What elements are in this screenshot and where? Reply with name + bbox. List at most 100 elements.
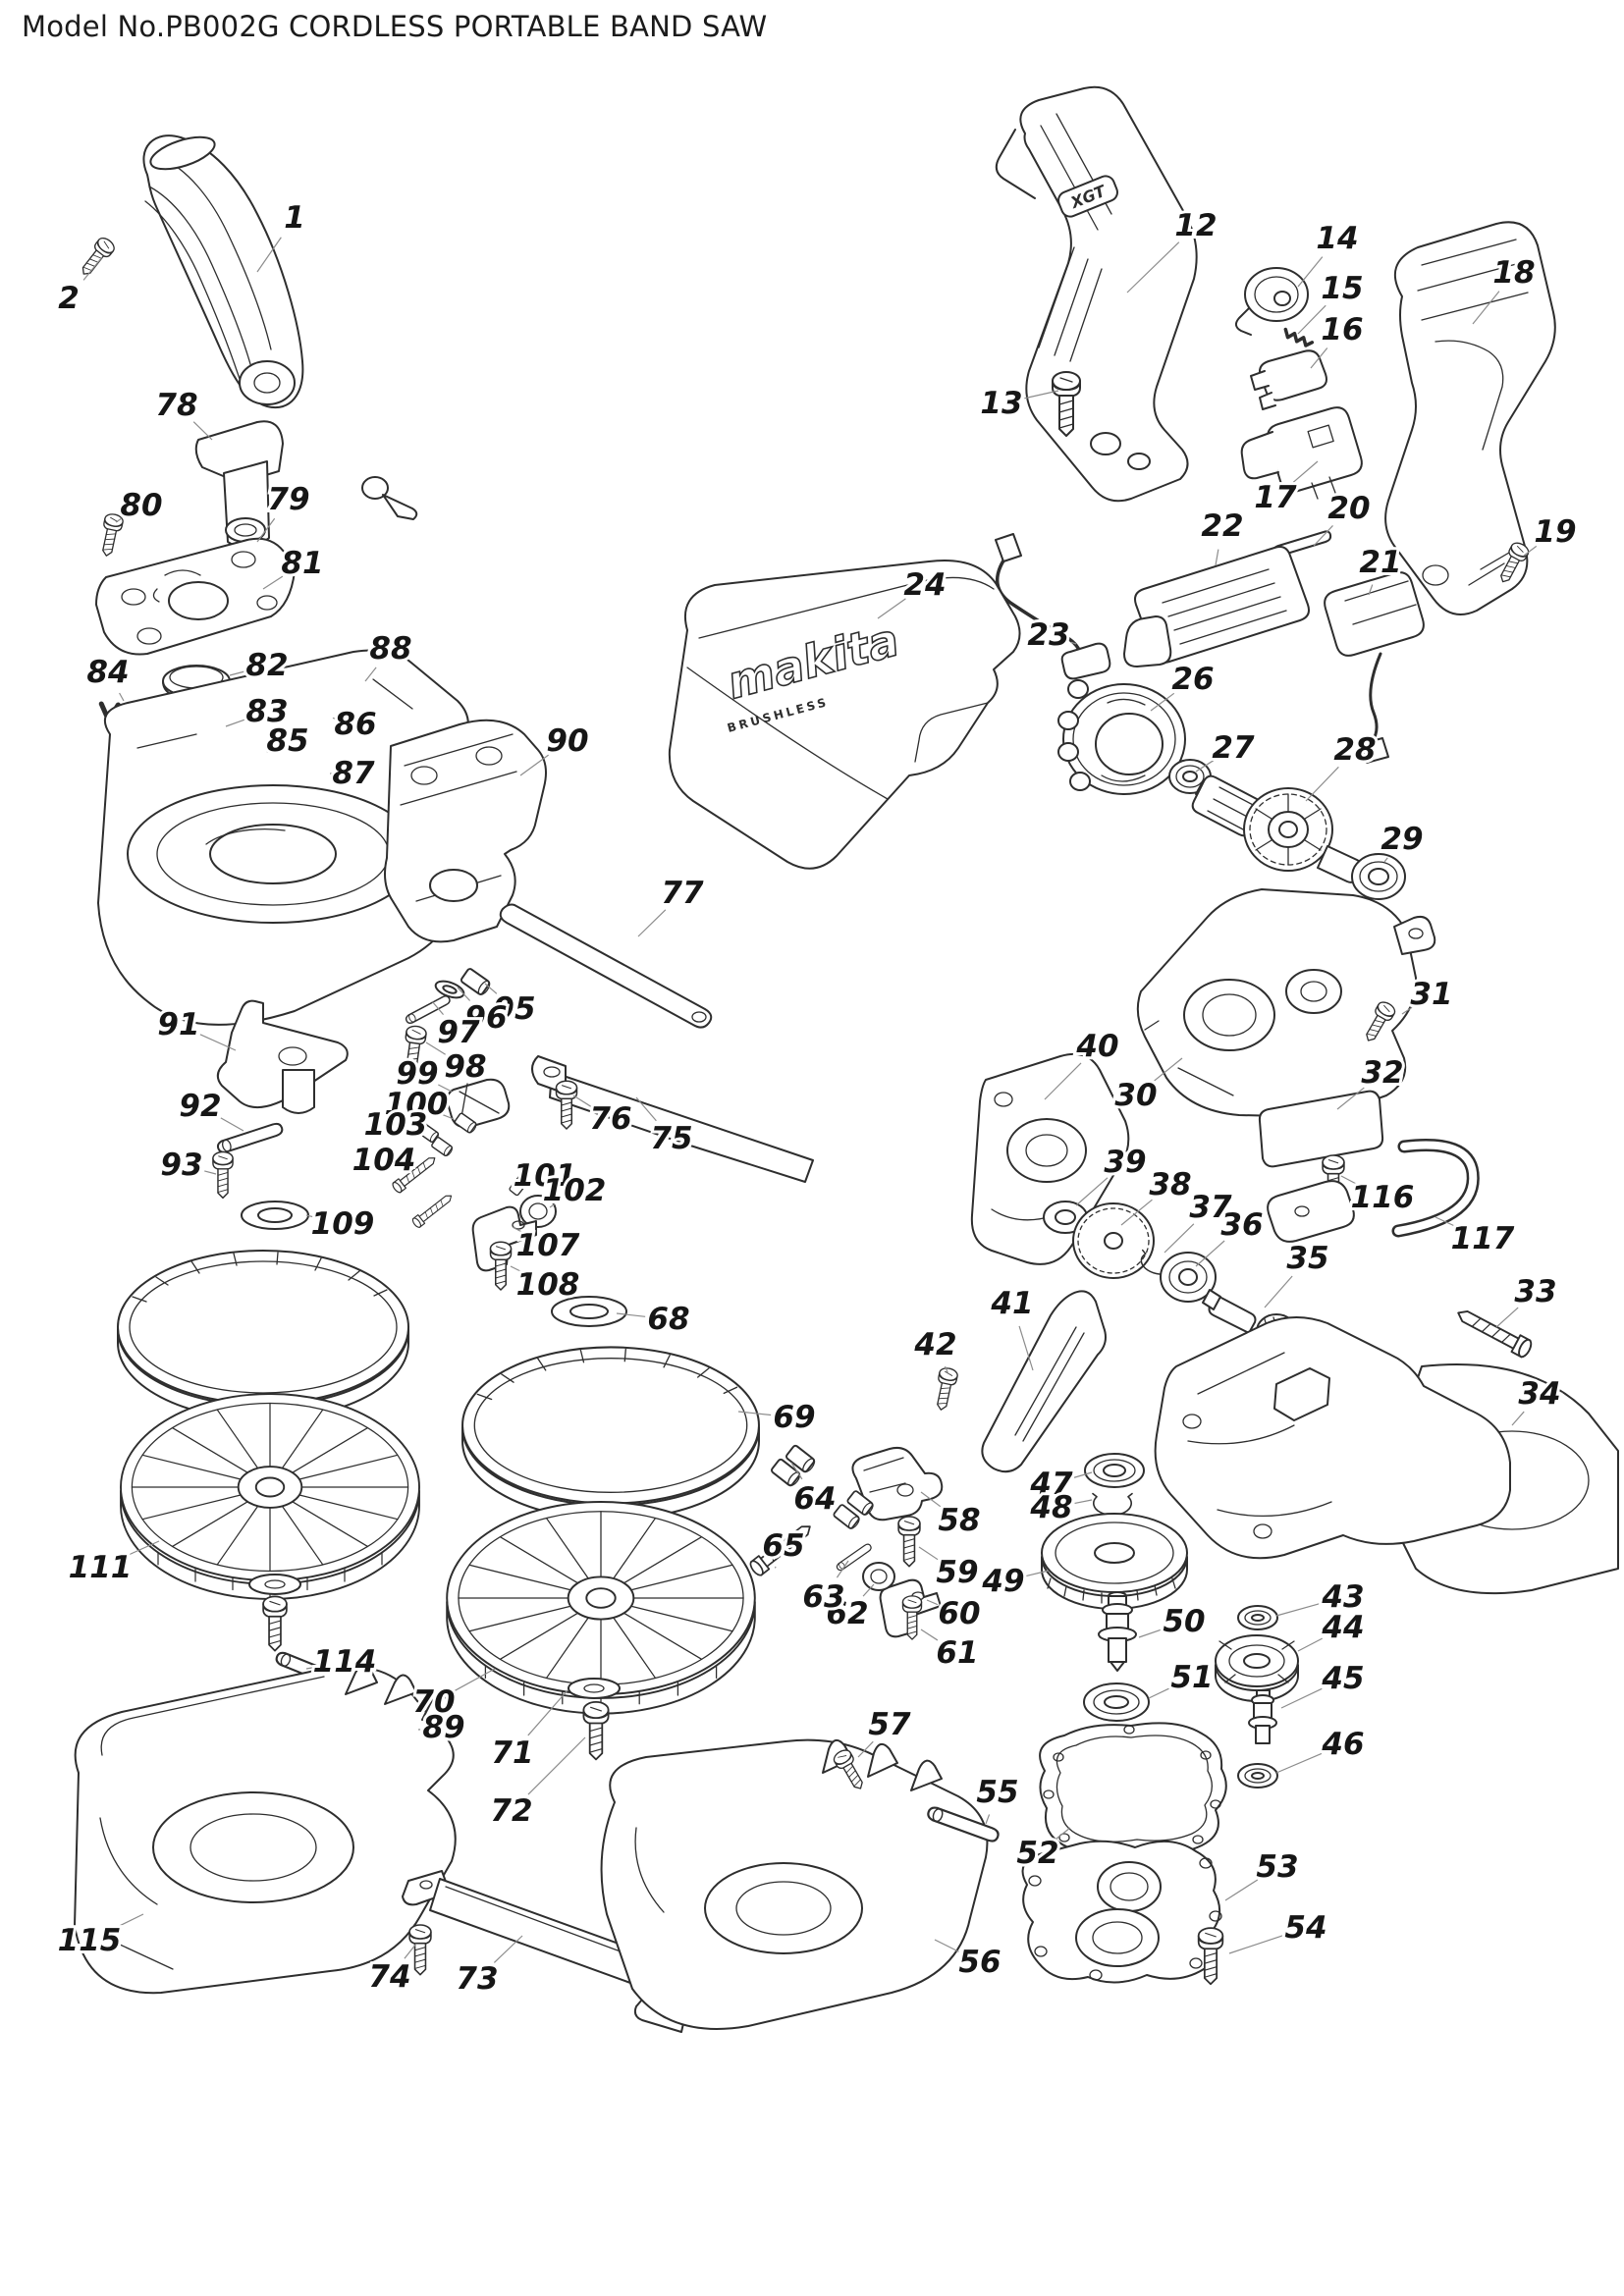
leader-line-26: [1150, 692, 1175, 712]
leader-line-61: [920, 1629, 939, 1641]
part-label-52: 52: [1016, 1836, 1058, 1871]
part-label-109: 109: [311, 1206, 375, 1242]
part-label-34: 34: [1518, 1376, 1560, 1412]
part-art-retainer-53: [1021, 1840, 1222, 1984]
part-label-13: 13: [980, 386, 1022, 421]
part-label-89: 89: [422, 1710, 464, 1745]
part-label-111: 111: [69, 1550, 133, 1585]
part-label-39: 39: [1104, 1145, 1146, 1180]
leader-line-98: [425, 1041, 446, 1055]
part-label-74: 74: [368, 1959, 410, 1995]
part-art-grip-tube: [981, 1290, 1107, 1473]
part-art-sticker-32: [1258, 1090, 1384, 1168]
part-label-61: 61: [936, 1635, 978, 1671]
leader-line-59: [918, 1546, 939, 1561]
part-art-bearing-36: [1160, 1252, 1217, 1303]
part-label-43: 43: [1321, 1579, 1364, 1615]
leader-line-20: [1313, 525, 1333, 547]
part-label-38: 38: [1149, 1167, 1191, 1202]
part-art-spindle-50: [1098, 1591, 1137, 1672]
leader-line-39: [1075, 1177, 1109, 1206]
page-title: Model No.PB002G CORDLESS PORTABLE BAND S…: [22, 10, 768, 43]
part-art-switch-17: [1240, 406, 1363, 500]
part-art-clamp-116: [1267, 1180, 1355, 1243]
leader-line-83: [225, 719, 245, 727]
leader-line-80: [115, 517, 123, 523]
part-label-87: 87: [332, 756, 375, 791]
leader-line-63: [836, 1560, 849, 1578]
leader-line-117: [1435, 1216, 1462, 1230]
part-label-115: 115: [58, 1923, 122, 1958]
part-art-stator: [1057, 679, 1186, 795]
leader-line-70: [454, 1668, 496, 1691]
part-label-57: 57: [868, 1707, 911, 1742]
part-label-17: 17: [1254, 480, 1297, 515]
part-art-screw-under-111: [262, 1595, 288, 1652]
part-art-bearing-43: [1237, 1605, 1278, 1630]
part-label-92: 92: [179, 1089, 221, 1124]
leader-line-96: [457, 987, 471, 1001]
part-art-clamp-lever: [851, 1446, 944, 1522]
part-label-29: 29: [1380, 822, 1423, 857]
part-label-16: 16: [1321, 312, 1363, 347]
leader-line-73: [493, 1935, 523, 1963]
leader-line-24: [877, 598, 906, 619]
part-label-101: 101: [514, 1158, 577, 1194]
part-label-19: 19: [1534, 514, 1576, 550]
leader-line-81: [262, 575, 284, 590]
part-art-pulley-38: [1072, 1202, 1155, 1279]
part-art-gear-housing: [1136, 888, 1436, 1118]
leader-line-22: [1215, 549, 1219, 566]
leader-line-28: [1305, 766, 1339, 802]
part-label-60: 60: [938, 1596, 980, 1631]
part-label-48: 48: [1029, 1490, 1072, 1525]
part-label-18: 18: [1492, 255, 1535, 291]
leader-line-60: [926, 1599, 939, 1606]
part-label-46: 46: [1321, 1727, 1364, 1762]
part-label-32: 32: [1361, 1055, 1403, 1091]
part-label-28: 28: [1333, 732, 1376, 768]
part-label-49: 49: [981, 1564, 1024, 1599]
leader-line-84: [119, 692, 125, 702]
part-label-55: 55: [976, 1775, 1018, 1810]
leader-line-79: [256, 517, 276, 543]
leader-line-82: [229, 670, 244, 676]
part-art-spring-15: [1283, 327, 1315, 347]
part-art-left-cover: [74, 1664, 457, 1995]
part-label-86: 86: [334, 707, 376, 742]
part-art-grommet-62: [862, 1562, 895, 1591]
part-label-85: 85: [266, 723, 308, 759]
part-label-36: 36: [1220, 1207, 1263, 1243]
leader-line-107: [512, 1226, 528, 1236]
leader-line-111: [121, 1540, 160, 1559]
leader-line-91: [199, 1034, 237, 1051]
part-label-1: 1: [284, 200, 305, 236]
leader-line-85: [266, 749, 272, 753]
leader-line-12: [1126, 241, 1180, 294]
leader-line-34: [1511, 1411, 1525, 1426]
part-label-44: 44: [1321, 1610, 1364, 1645]
part-label-95: 95: [493, 991, 535, 1027]
part-art-face-gear-49: [1041, 1513, 1188, 1610]
leader-line-48: [1074, 1499, 1093, 1504]
part-art-bearing-29: [1351, 853, 1406, 900]
part-label-68: 68: [647, 1302, 689, 1337]
part-label-30: 30: [1114, 1078, 1157, 1113]
part-art-armature: [1191, 774, 1374, 883]
part-label-116: 116: [1351, 1180, 1415, 1215]
leader-line-50: [1138, 1629, 1163, 1638]
leader-line-36: [1195, 1240, 1225, 1267]
leader-line-103: [418, 1129, 423, 1132]
leader-line-16: [1310, 347, 1328, 369]
leader-line-69: [737, 1411, 772, 1416]
part-label-81: 81: [281, 546, 323, 581]
part-label-117: 117: [1451, 1221, 1515, 1256]
part-art-screw-74: [408, 1924, 432, 1976]
part-art-motor-bracket: [384, 719, 547, 943]
leader-line-62: [862, 1583, 875, 1597]
part-label-103: 103: [364, 1107, 428, 1143]
part-art-nozzle: [361, 476, 418, 520]
part-label-45: 45: [1321, 1661, 1364, 1696]
leader-line-19: [1523, 545, 1538, 557]
